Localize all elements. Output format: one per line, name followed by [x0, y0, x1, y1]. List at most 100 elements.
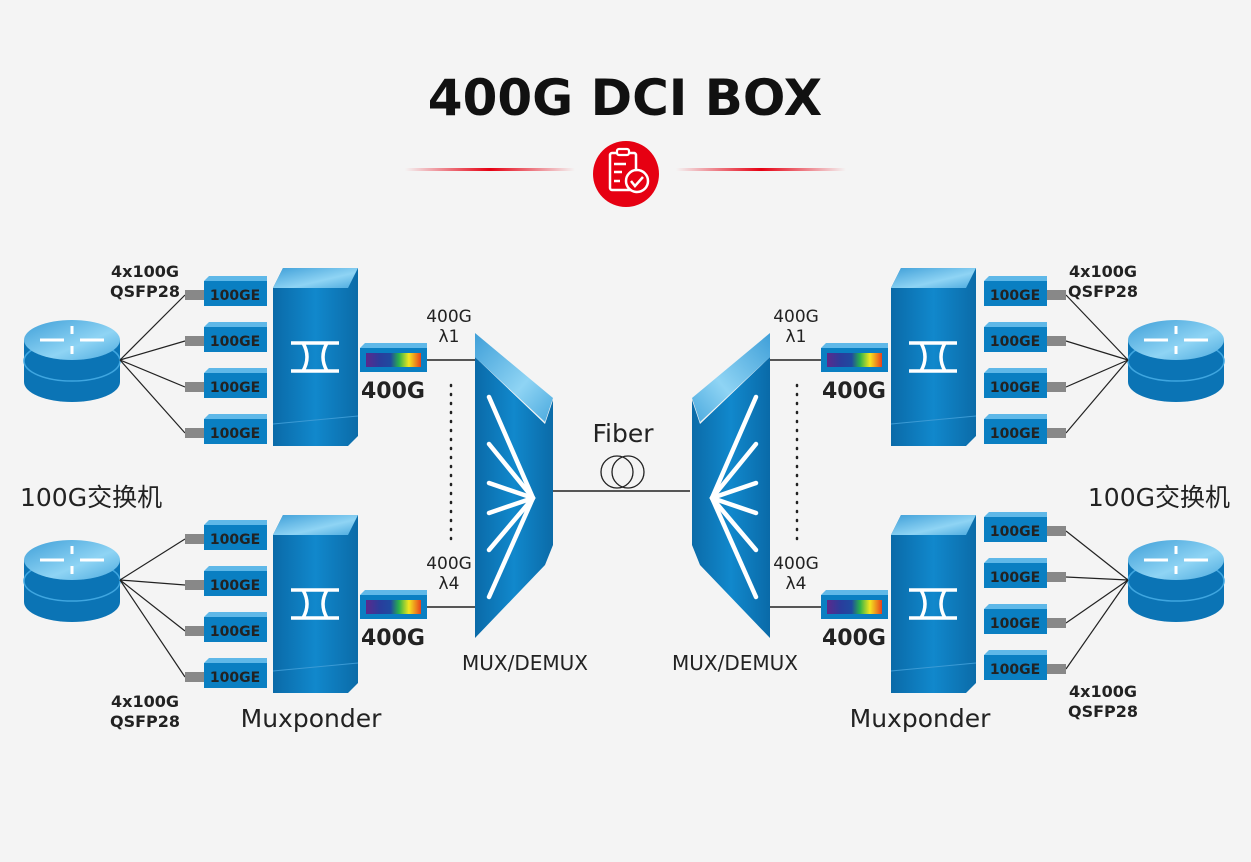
muxponder — [272, 268, 359, 446]
mux-top — [475, 333, 553, 422]
cable — [1065, 530, 1129, 581]
spectrum-bar — [366, 600, 421, 614]
qsfp28-connector — [1047, 382, 1066, 392]
ray — [709, 495, 759, 600]
transceiver-400g — [360, 343, 427, 372]
router-icon — [23, 320, 121, 402]
router-icon — [1127, 320, 1225, 402]
module-label: 100GE — [990, 570, 1040, 586]
module-label: 100GE — [210, 288, 260, 304]
arrows-icon — [40, 326, 104, 354]
module-top — [204, 414, 267, 419]
cross-connect-icon — [909, 341, 957, 373]
cable — [1065, 576, 1129, 581]
module-100ge: 100GE — [204, 566, 267, 596]
title-divider-left — [405, 168, 575, 171]
module-100ge: 100GE — [204, 276, 267, 306]
module-top — [984, 414, 1047, 419]
module-face — [204, 617, 267, 642]
ray — [709, 480, 759, 501]
module-label: 100GE — [990, 288, 1040, 304]
cable — [1065, 340, 1129, 361]
module-label: 100GE — [990, 426, 1040, 442]
channel-rate: 400G — [426, 554, 472, 574]
module-100ge: 100GE — [204, 368, 267, 398]
module-face — [984, 563, 1047, 588]
cable — [119, 340, 186, 361]
module-label: 100GE — [210, 380, 260, 396]
switch-label-left: 100G交换机 — [20, 483, 162, 512]
cable — [1065, 579, 1129, 670]
ray — [486, 441, 536, 501]
module-top — [984, 512, 1047, 517]
module-top — [204, 612, 267, 617]
qsfp28-connector — [1047, 526, 1066, 536]
channel-rate: 400G — [773, 554, 819, 574]
module-100ge: 100GE — [204, 658, 267, 688]
muxponder-body — [891, 268, 976, 446]
module-100ge: 100GE — [984, 322, 1047, 352]
spectrum-bar — [366, 353, 421, 367]
cable — [119, 579, 186, 586]
module-face — [984, 373, 1047, 398]
port-label: QSFP28 — [110, 282, 180, 301]
qsfp28-connector — [1047, 572, 1066, 582]
muxponder — [890, 268, 977, 446]
cross-connect-icon — [291, 588, 339, 620]
demux-rays-icon — [486, 394, 536, 600]
module-face — [984, 327, 1047, 352]
port-label: QSFP28 — [1068, 282, 1138, 301]
cross-lines — [909, 588, 957, 620]
module-top — [984, 604, 1047, 609]
muxponder-body — [273, 515, 358, 693]
qsfp28-connector — [185, 672, 204, 682]
router-top — [24, 320, 120, 360]
module-top — [204, 368, 267, 373]
muxponder-top — [273, 268, 358, 288]
channel-rate: 400G — [426, 307, 472, 327]
router-icon — [23, 540, 121, 622]
module-top — [984, 558, 1047, 563]
spectrum-bar — [827, 353, 882, 367]
transceiver-400g — [821, 343, 888, 372]
module-top — [204, 658, 267, 663]
transceiver-top — [821, 590, 888, 595]
muxponder-label-right: Muxponder — [850, 704, 991, 733]
port-label: QSFP28 — [110, 712, 180, 731]
cable — [1065, 359, 1129, 388]
module-label: 100GE — [210, 426, 260, 442]
module-top — [984, 322, 1047, 327]
cable — [1065, 359, 1129, 434]
muxponder-top — [891, 515, 976, 535]
cross-lines — [291, 588, 339, 620]
qsfp28-connector — [1047, 290, 1066, 300]
ray — [486, 495, 536, 516]
module-face — [984, 517, 1047, 542]
qsfp28-connector — [185, 290, 204, 300]
module-top — [204, 276, 267, 281]
mux-label-left: MUX/DEMUX — [462, 651, 588, 675]
module-top — [984, 276, 1047, 281]
qsfp28-connector — [1047, 336, 1066, 346]
muxponder-body — [273, 268, 358, 446]
page-title: 400G DCI BOX — [428, 69, 822, 127]
cross-connect-icon — [291, 341, 339, 373]
module-100ge: 100GE — [204, 612, 267, 642]
left-bottom: 100GE100GE100GE100GE400G400Gλ44x100GQSFP… — [23, 515, 476, 731]
module-top — [204, 566, 267, 571]
module-100ge: 100GE — [204, 520, 267, 550]
mux-label-right: MUX/DEMUX — [672, 651, 798, 675]
module-100ge: 100GE — [984, 604, 1047, 634]
qsfp28-connector — [1047, 428, 1066, 438]
module-face — [204, 571, 267, 596]
module-label: 100GE — [990, 662, 1040, 678]
muxponder-body — [891, 515, 976, 693]
ray — [709, 394, 759, 501]
router-top — [1128, 540, 1224, 580]
qsfp28-connector — [1047, 618, 1066, 628]
fiber-label: Fiber — [592, 419, 654, 448]
module-100ge: 100GE — [984, 276, 1047, 306]
right-bottom: 100GE100GE100GE100GE400G400Gλ44x100GQSFP… — [770, 512, 1225, 721]
cross-lines — [909, 341, 957, 373]
